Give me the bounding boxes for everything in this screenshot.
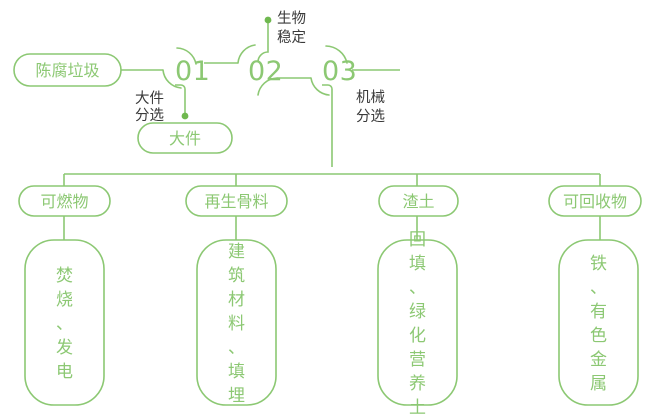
output-detail-char: 、 bbox=[228, 338, 245, 358]
branch-endpoint-dot bbox=[181, 112, 189, 120]
output-pill-shape-4 bbox=[548, 185, 642, 217]
output-detail-char: 填 bbox=[409, 254, 426, 274]
output-detail-box-2 bbox=[196, 239, 277, 406]
output-detail-box-3 bbox=[377, 239, 458, 406]
source-pill-label: 陈腐垃圾 bbox=[35, 61, 99, 80]
output-detail-char: 烧 bbox=[56, 290, 73, 310]
output-detail-char: 绿 bbox=[409, 302, 426, 322]
stage-02-process-line2: 稳定 bbox=[277, 29, 306, 46]
output-detail-char: 化 bbox=[409, 326, 426, 346]
stage-02-process-line1: 生物 bbox=[277, 10, 306, 27]
source-node[interactable]: 陈腐垃圾 bbox=[13, 53, 122, 87]
output-detail-char: 焚 bbox=[56, 266, 73, 286]
output-detail-char: 料 bbox=[228, 314, 245, 334]
output-node-4[interactable]: 可回收物 bbox=[548, 185, 642, 406]
stage-number-01: 01 bbox=[175, 56, 210, 87]
stage-01-process-line1: 大件 bbox=[135, 90, 164, 107]
main-flow-spine bbox=[120, 62, 400, 79]
stage-03-process-line1: 机械 bbox=[356, 89, 385, 106]
output-pill-label-4: 可回收物 bbox=[563, 192, 627, 211]
output-pill-label-1: 可燃物 bbox=[40, 192, 88, 211]
output-detail-char: 色 bbox=[590, 326, 607, 346]
output-node-2[interactable]: 再生骨料 bbox=[185, 185, 288, 406]
node-arc-decorations bbox=[162, 44, 348, 96]
stage-02-endpoint-dot bbox=[264, 16, 272, 24]
arc-03-top bbox=[325, 45, 348, 64]
output-detail-char: 建 bbox=[228, 242, 245, 262]
output-detail-char: 属 bbox=[590, 374, 607, 394]
output-detail-char: 、 bbox=[590, 278, 607, 298]
output-detail-char: 发 bbox=[56, 338, 73, 358]
arc-02-bottom bbox=[257, 77, 278, 96]
output-detail-char: 材 bbox=[228, 290, 245, 310]
arc-02-top bbox=[237, 44, 256, 64]
link-03-to-distribution-bar bbox=[322, 84, 333, 167]
output-detail-char: 电 bbox=[56, 362, 73, 382]
output-detail-char: 、 bbox=[56, 314, 73, 334]
output-detail-char: 填 bbox=[228, 362, 245, 382]
output-detail-char: 金 bbox=[590, 350, 607, 370]
output-node-3[interactable]: 渣土 bbox=[377, 185, 459, 406]
source-pill-shape bbox=[13, 53, 122, 87]
distribution-bar bbox=[63, 173, 601, 186]
arc-01-top bbox=[176, 47, 197, 65]
stage-03-process-line2: 分选 bbox=[356, 108, 385, 125]
output-detail-char: 土 bbox=[409, 398, 426, 416]
stage-number-03: 03 bbox=[322, 56, 357, 87]
branch-output-node[interactable]: 大件 bbox=[137, 122, 233, 154]
output-detail-char: 、 bbox=[409, 278, 426, 298]
output-detail-box-1 bbox=[24, 239, 105, 406]
output-pill-shape-3 bbox=[378, 185, 459, 217]
output-detail-box-4 bbox=[558, 239, 639, 406]
branch-output-pill-label: 大件 bbox=[169, 129, 201, 148]
output-node-1[interactable]: 可燃物 bbox=[18, 185, 111, 406]
output-pill-label-3: 渣土 bbox=[402, 192, 434, 211]
output-detail-char: 养 bbox=[409, 374, 426, 394]
output-detail-char: 有 bbox=[590, 302, 607, 322]
stage-number-02: 02 bbox=[248, 56, 283, 87]
link-01-to-branch bbox=[175, 84, 186, 115]
stage-01-process-line2: 分选 bbox=[135, 107, 164, 124]
output-detail-char: 营 bbox=[409, 350, 426, 370]
arc-03-bottom bbox=[310, 77, 330, 96]
output-detail-char: 埋 bbox=[228, 386, 245, 406]
output-detail-char: 回 bbox=[409, 230, 426, 250]
arc-01-bottom bbox=[162, 69, 182, 89]
link-02-to-label bbox=[257, 22, 269, 63]
branch-output-pill-shape bbox=[137, 122, 233, 154]
output-pill-label-2: 再生骨料 bbox=[204, 192, 268, 211]
output-detail-char: 筑 bbox=[228, 266, 245, 286]
output-detail-char: 铁 bbox=[590, 254, 607, 274]
